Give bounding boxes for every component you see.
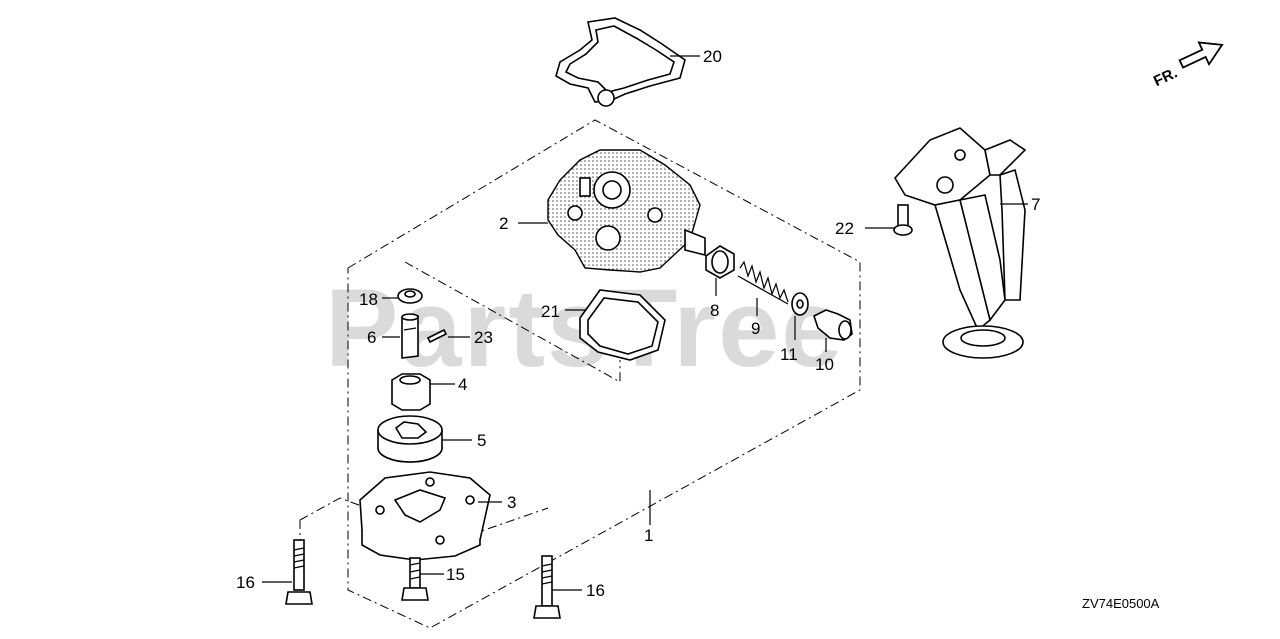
callout-18[interactable]: 18 bbox=[359, 290, 378, 309]
o-ring-21[interactable] bbox=[579, 289, 666, 361]
outer-rotor-5[interactable] bbox=[377, 415, 443, 463]
front-arrow-icon bbox=[1178, 41, 1224, 69]
callout-1[interactable]: 1 bbox=[644, 526, 653, 545]
bolt-15[interactable] bbox=[401, 557, 429, 601]
callout-10[interactable]: 10 bbox=[815, 355, 834, 374]
callout-7[interactable]: 7 bbox=[1031, 195, 1040, 214]
callout-9[interactable]: 9 bbox=[751, 319, 760, 338]
bolt-16-right[interactable] bbox=[533, 555, 561, 619]
callout-23[interactable]: 23 bbox=[474, 328, 493, 347]
callout-4[interactable]: 4 bbox=[458, 375, 467, 394]
washer-18[interactable] bbox=[397, 288, 423, 304]
callout-11[interactable]: 11 bbox=[780, 345, 798, 364]
callout-22[interactable]: 22 bbox=[835, 219, 854, 238]
leader-lines bbox=[262, 55, 1028, 591]
callout-5[interactable]: 5 bbox=[477, 431, 486, 450]
diagram-code: ZV74E0500A bbox=[1082, 596, 1160, 611]
front-label: FR. bbox=[1151, 65, 1180, 91]
pin-23[interactable] bbox=[426, 328, 448, 344]
callouts: 20 2 21 8 9 11 10 7 22 18 6 23 4 5 3 1 1… bbox=[236, 47, 1040, 600]
callout-20[interactable]: 20 bbox=[703, 47, 722, 66]
inner-rotor-4[interactable] bbox=[391, 373, 431, 411]
pump-cover-3[interactable] bbox=[359, 471, 491, 561]
callout-3[interactable]: 3 bbox=[507, 493, 516, 512]
callout-21[interactable]: 21 bbox=[541, 302, 560, 321]
shaft-6[interactable] bbox=[401, 313, 419, 359]
gasket-20[interactable] bbox=[555, 17, 686, 107]
bolt-16-left[interactable] bbox=[285, 539, 313, 605]
plug-bolt-10[interactable] bbox=[813, 309, 853, 341]
washer-11[interactable] bbox=[791, 292, 809, 316]
pump-body-2[interactable] bbox=[547, 149, 706, 273]
strainer-7[interactable] bbox=[894, 127, 1027, 359]
callout-15[interactable]: 15 bbox=[446, 565, 465, 584]
spring-9[interactable] bbox=[737, 260, 789, 305]
collar-8[interactable] bbox=[705, 245, 735, 279]
front-direction-indicator: FR. bbox=[1151, 41, 1224, 91]
bolt-22[interactable] bbox=[893, 204, 913, 236]
callout-6[interactable]: 6 bbox=[367, 328, 376, 347]
callout-2[interactable]: 2 bbox=[499, 214, 508, 233]
callout-16-left[interactable]: 16 bbox=[236, 573, 255, 592]
callout-8[interactable]: 8 bbox=[710, 301, 719, 320]
callout-16-right[interactable]: 16 bbox=[586, 581, 605, 600]
